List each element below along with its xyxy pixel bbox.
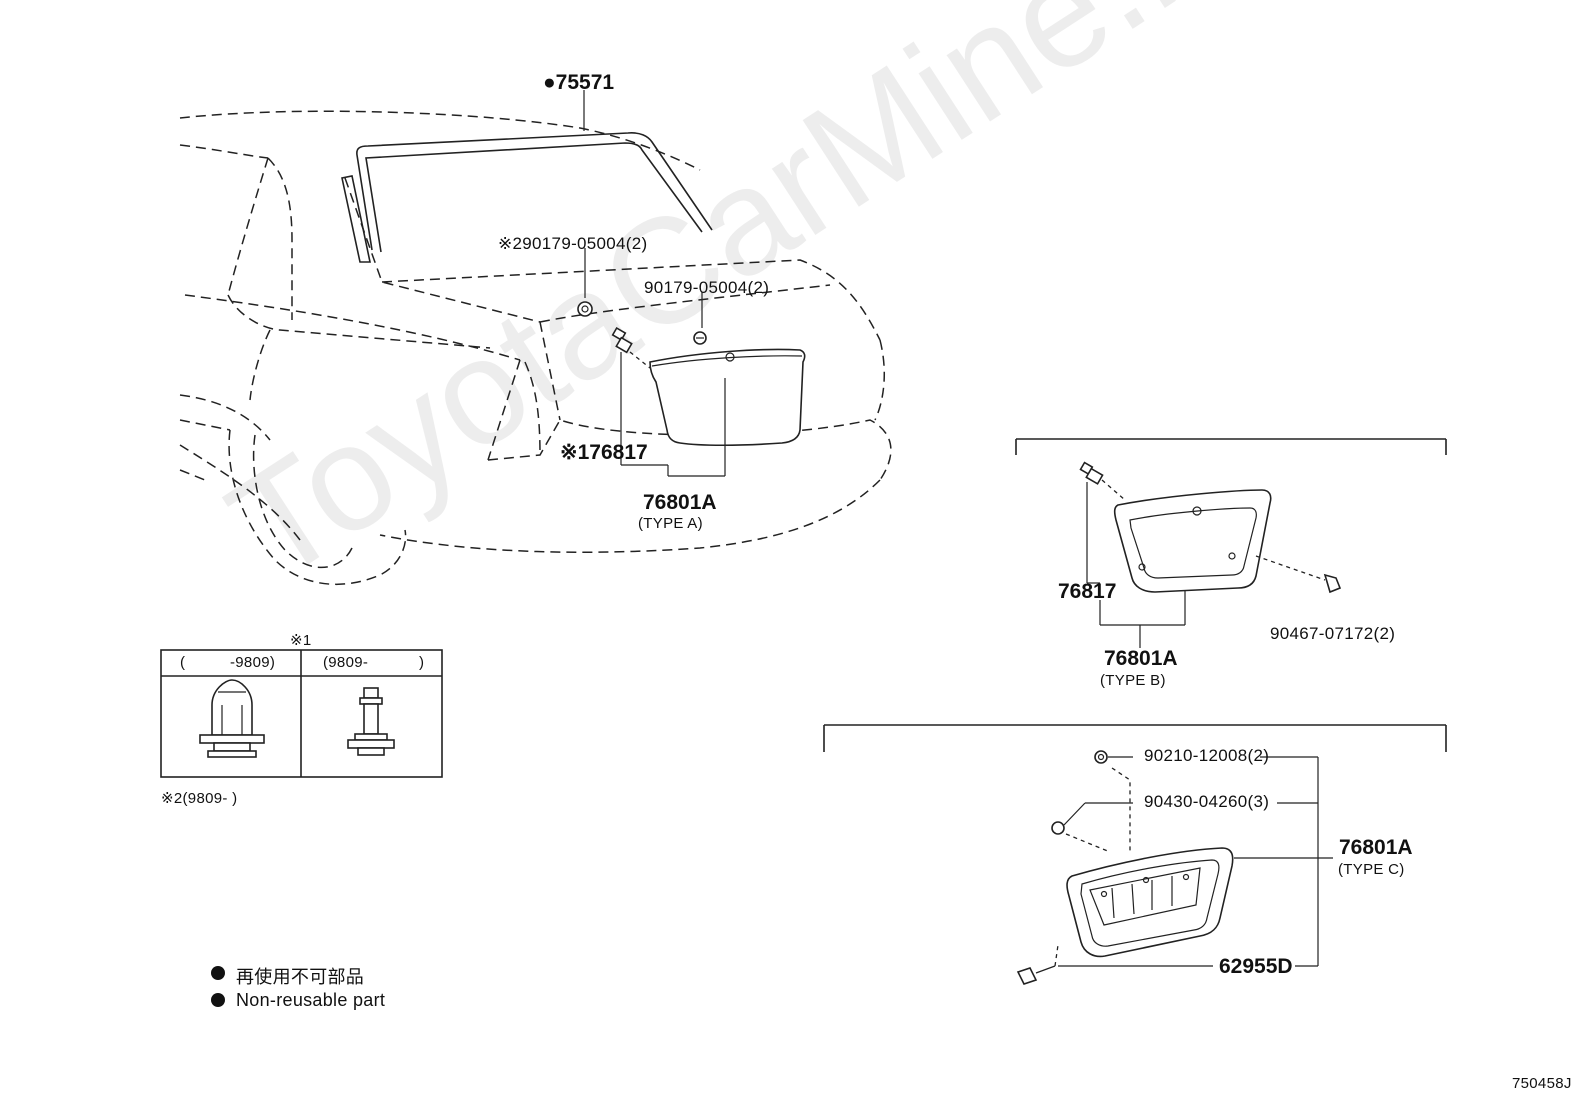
label-62955D: 62955D — [1219, 955, 1293, 978]
note-col1-open: ( — [180, 654, 186, 671]
label-76801A-typeC: 76801A — [1339, 836, 1413, 859]
label-90467: 90467-07172(2) — [1270, 624, 1396, 643]
clip-76817-typeA — [611, 326, 668, 466]
label-typeB: (TYPE B) — [1100, 672, 1166, 689]
label-typeC: (TYPE C) — [1338, 861, 1405, 878]
diagram-code: 750458J — [1512, 1075, 1572, 1092]
label-76801A-typeA: 76801A — [643, 491, 717, 514]
label-90179-note2: ※290179-05004(2) — [498, 234, 648, 253]
clip-new-type-icon — [347, 687, 395, 756]
note-footnote: ※2(9809- ) — [161, 790, 238, 807]
legend-dot-jp — [211, 966, 225, 980]
label-90430: 90430-04260(3) — [1144, 792, 1270, 811]
license-garnish-typeA — [649, 348, 806, 477]
legend-jp: 再使用不可部品 — [236, 967, 365, 987]
label-76801A-typeB: 76801A — [1104, 647, 1178, 670]
clip-90179-right — [693, 292, 707, 345]
label-76817-note1: ※176817 — [560, 441, 648, 464]
note-table-title: ※1 — [290, 632, 312, 649]
license-garnish-typeC — [1016, 750, 1333, 985]
label-90210: 90210-12008(2) — [1144, 746, 1270, 765]
legend-dot-en — [211, 993, 225, 1007]
clip-90179-left — [577, 248, 593, 317]
label-76817-typeB: 76817 — [1058, 580, 1117, 603]
legend-en: Non-reusable part — [236, 990, 386, 1010]
label-75571: ●75571 — [543, 71, 615, 94]
note-col2-range: (9809- — [323, 654, 369, 671]
note-table-frame — [160, 649, 443, 778]
note-col1-range: -9809) — [230, 654, 276, 671]
typeC-bracket — [823, 724, 1447, 752]
clip-old-type-icon — [199, 679, 265, 758]
rear-window-moulding-75571 — [341, 90, 713, 263]
label-typeA: (TYPE A) — [638, 515, 703, 532]
typeB-bracket — [1015, 438, 1447, 455]
note-col2-close: ) — [419, 654, 425, 671]
car-body-outline — [179, 110, 892, 586]
license-garnish-typeB — [1079, 461, 1342, 648]
label-90179: 90179-05004(2) — [644, 278, 770, 297]
